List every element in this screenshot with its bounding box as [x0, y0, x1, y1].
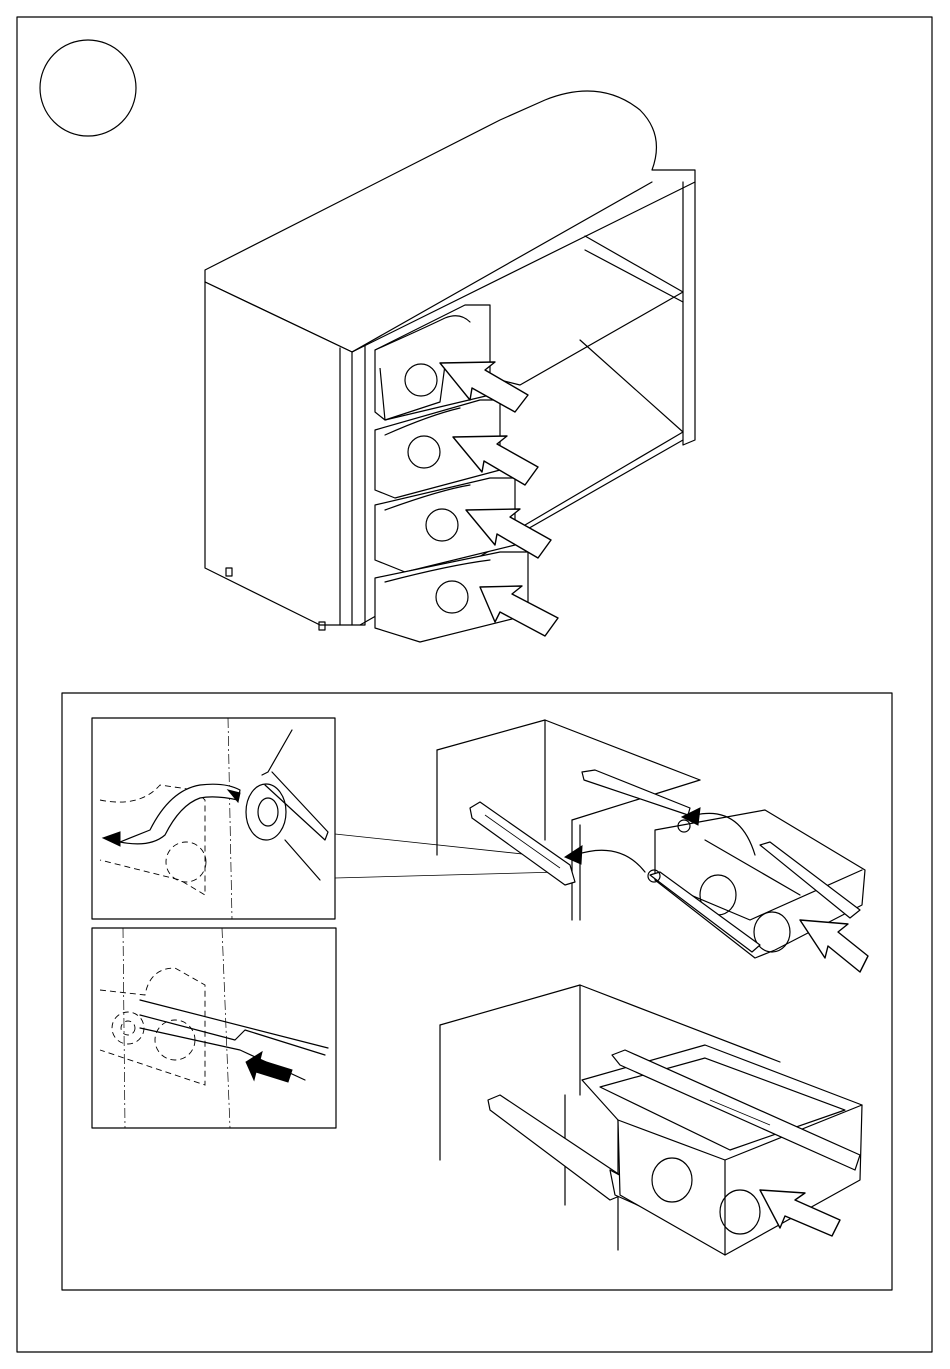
rotate-arrow-2-icon — [575, 850, 645, 872]
drawer-rail-rotate-illustration — [437, 720, 868, 972]
detail-inset-slide-push — [92, 928, 336, 1128]
rotate-arrow-small-icon — [103, 832, 120, 846]
drawer-assembled-illustration — [440, 985, 862, 1255]
step-circle-icon — [40, 40, 136, 136]
insert-arrow-5-icon — [800, 920, 868, 972]
cabinet-illustration — [205, 91, 695, 642]
